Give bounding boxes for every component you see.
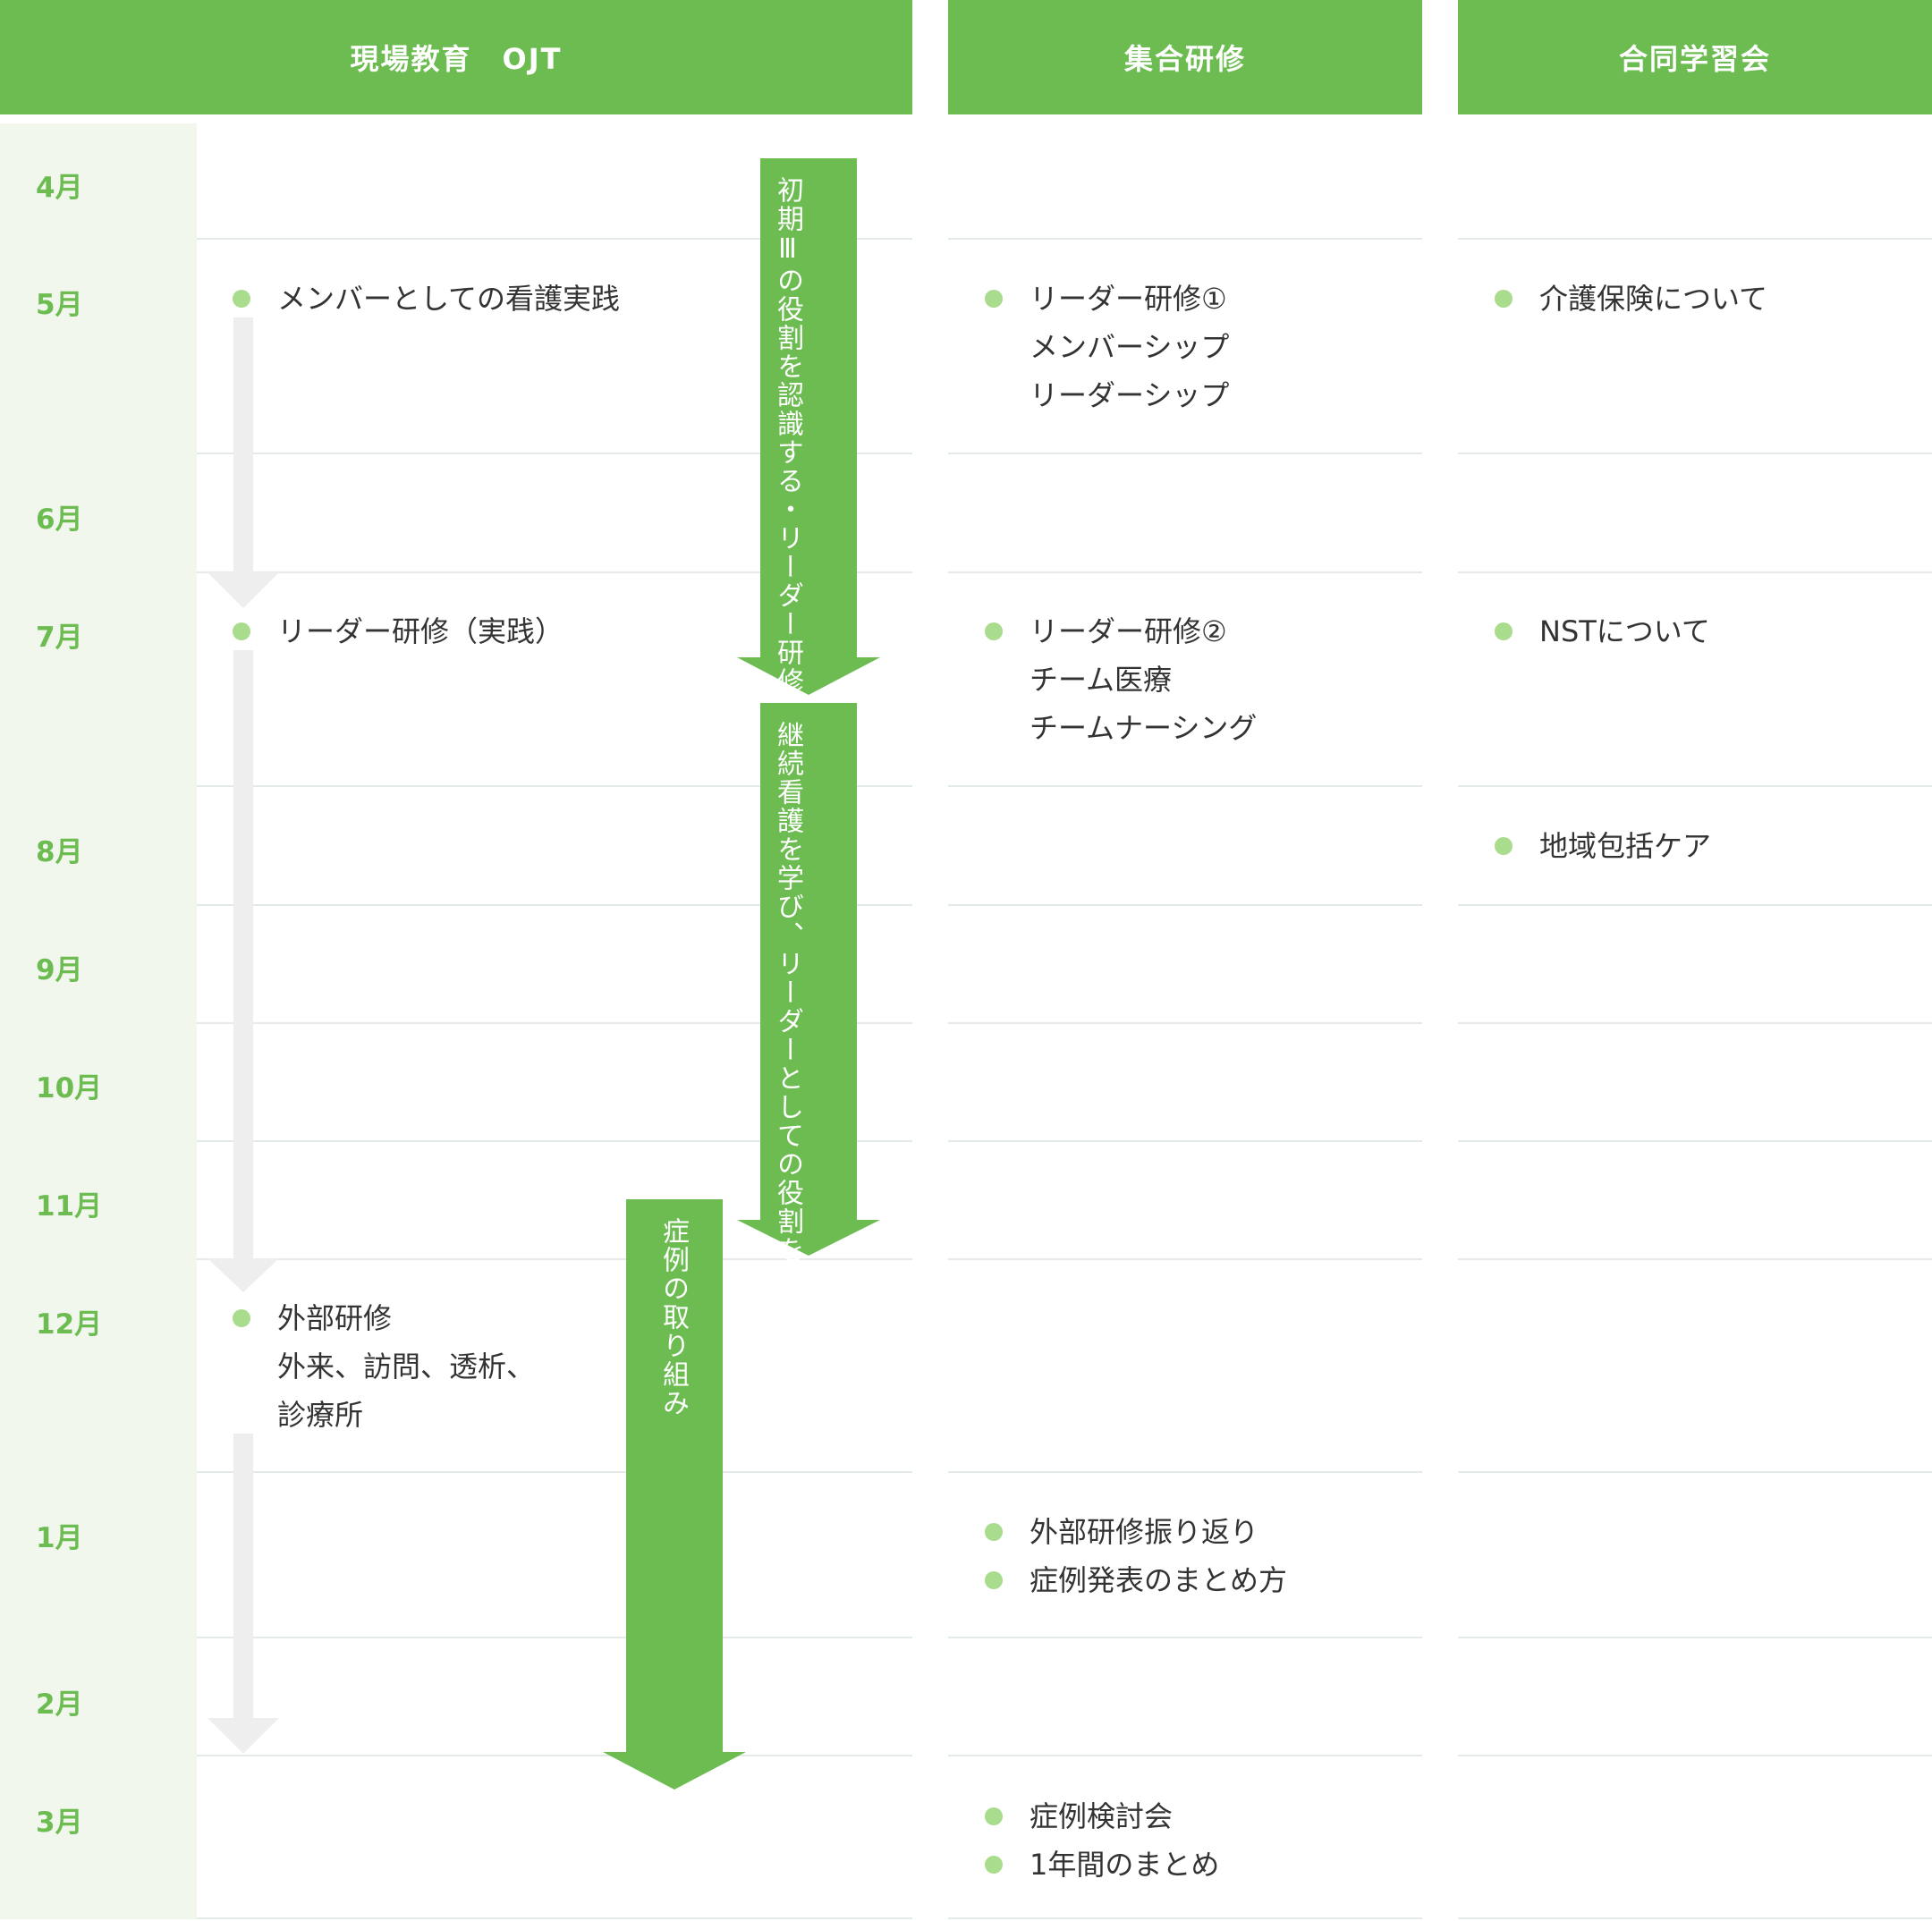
- row-divider: [948, 453, 1422, 454]
- bullet-dot: [985, 1856, 1003, 1874]
- row-divider: [948, 1471, 1422, 1473]
- row-divider: [197, 453, 912, 454]
- row-divider: [1458, 1917, 1932, 1919]
- row-divider: [197, 1022, 912, 1024]
- month-aug: 8月: [36, 836, 83, 868]
- row-divider: [1458, 1022, 1932, 1024]
- header-joint-study: 合同学習会: [1458, 0, 1932, 114]
- row-divider: [1458, 1755, 1932, 1756]
- ojt-item: 外部研修 外来、訪問、透析、 診療所: [233, 1294, 535, 1439]
- month-may: 5月: [36, 289, 83, 321]
- row-divider: [948, 904, 1422, 906]
- group-training-item: 症例発表のまとめ方: [985, 1556, 1287, 1604]
- ojt-progress-arrow: [208, 317, 279, 608]
- row-divider: [197, 1917, 912, 1919]
- row-divider: [197, 238, 912, 240]
- header-group-training: 集合研修: [948, 0, 1422, 114]
- row-divider: [197, 1471, 912, 1473]
- bullet-dot: [1495, 622, 1513, 640]
- row-divider: [948, 1917, 1422, 1919]
- bullet-dot: [985, 1523, 1003, 1541]
- row-divider: [948, 1140, 1422, 1142]
- row-divider: [1458, 785, 1932, 787]
- month-oct: 10月: [36, 1072, 103, 1104]
- month-dec: 12月: [36, 1308, 103, 1341]
- row-divider: [1458, 571, 1932, 573]
- row-divider: [948, 238, 1422, 240]
- joint-study-item: 介護保険について: [1495, 275, 1767, 323]
- phase-text-3: 症例の取り組み: [657, 1217, 689, 1417]
- row-divider: [197, 1755, 912, 1756]
- row-divider: [197, 904, 912, 906]
- month-mar: 3月: [36, 1807, 83, 1839]
- group-training-item: 1年間のまとめ: [985, 1841, 1219, 1889]
- row-divider: [1458, 238, 1932, 240]
- bullet-dot: [985, 290, 1003, 308]
- group-training-item: 症例検討会: [985, 1792, 1173, 1841]
- group-training-item: リーダー研修① メンバーシップ リーダーシップ: [985, 275, 1229, 419]
- ojt-item: メンバーとしての看護実践: [233, 275, 620, 323]
- month-jul: 7月: [36, 622, 83, 654]
- bullet-dot: [233, 1309, 250, 1327]
- row-divider: [197, 1140, 912, 1142]
- phase-text-2: 継続看護を学び、リーダーとしての役割を実践する: [772, 721, 803, 1379]
- ojt-progress-arrow: [208, 650, 279, 1292]
- header-ojt: 現場教育 OJT: [0, 0, 912, 114]
- row-divider: [1458, 904, 1932, 906]
- ojt-item: リーダー研修（実践）: [233, 607, 564, 656]
- row-divider: [197, 1637, 912, 1638]
- row-divider: [1458, 1140, 1932, 1142]
- month-sep: 9月: [36, 954, 83, 986]
- row-divider: [1458, 1258, 1932, 1260]
- joint-study-item: NSTについて: [1495, 607, 1710, 656]
- bullet-dot: [1495, 290, 1513, 308]
- bullet-dot: [985, 1807, 1003, 1825]
- row-divider: [948, 1022, 1422, 1024]
- month-apr: 4月: [36, 172, 83, 204]
- bullet-dot: [1495, 837, 1513, 855]
- row-divider: [1458, 1471, 1932, 1473]
- group-training-item: リーダー研修② チーム医療 チームナーシング: [985, 607, 1257, 752]
- row-divider: [948, 785, 1422, 787]
- month-feb: 2月: [36, 1688, 83, 1721]
- row-divider: [197, 785, 912, 787]
- month-column: [0, 123, 197, 1919]
- row-divider: [948, 571, 1422, 573]
- row-divider: [197, 1258, 912, 1260]
- row-divider: [948, 1258, 1422, 1260]
- bullet-dot: [985, 622, 1003, 640]
- month-jan: 1月: [36, 1522, 83, 1554]
- month-jun: 6月: [36, 504, 83, 536]
- row-divider: [1458, 1637, 1932, 1638]
- bullet-dot: [985, 1571, 1003, 1589]
- joint-study-item: 地域包括ケア: [1495, 822, 1711, 870]
- month-nov: 11月: [36, 1190, 103, 1223]
- bullet-dot: [233, 622, 250, 640]
- row-divider: [197, 571, 912, 573]
- row-divider: [948, 1755, 1422, 1756]
- bullet-dot: [233, 290, 250, 308]
- group-training-item: 外部研修振り返り: [985, 1508, 1258, 1556]
- row-divider: [948, 1637, 1422, 1638]
- row-divider: [1458, 453, 1932, 454]
- ojt-progress-arrow: [208, 1434, 279, 1754]
